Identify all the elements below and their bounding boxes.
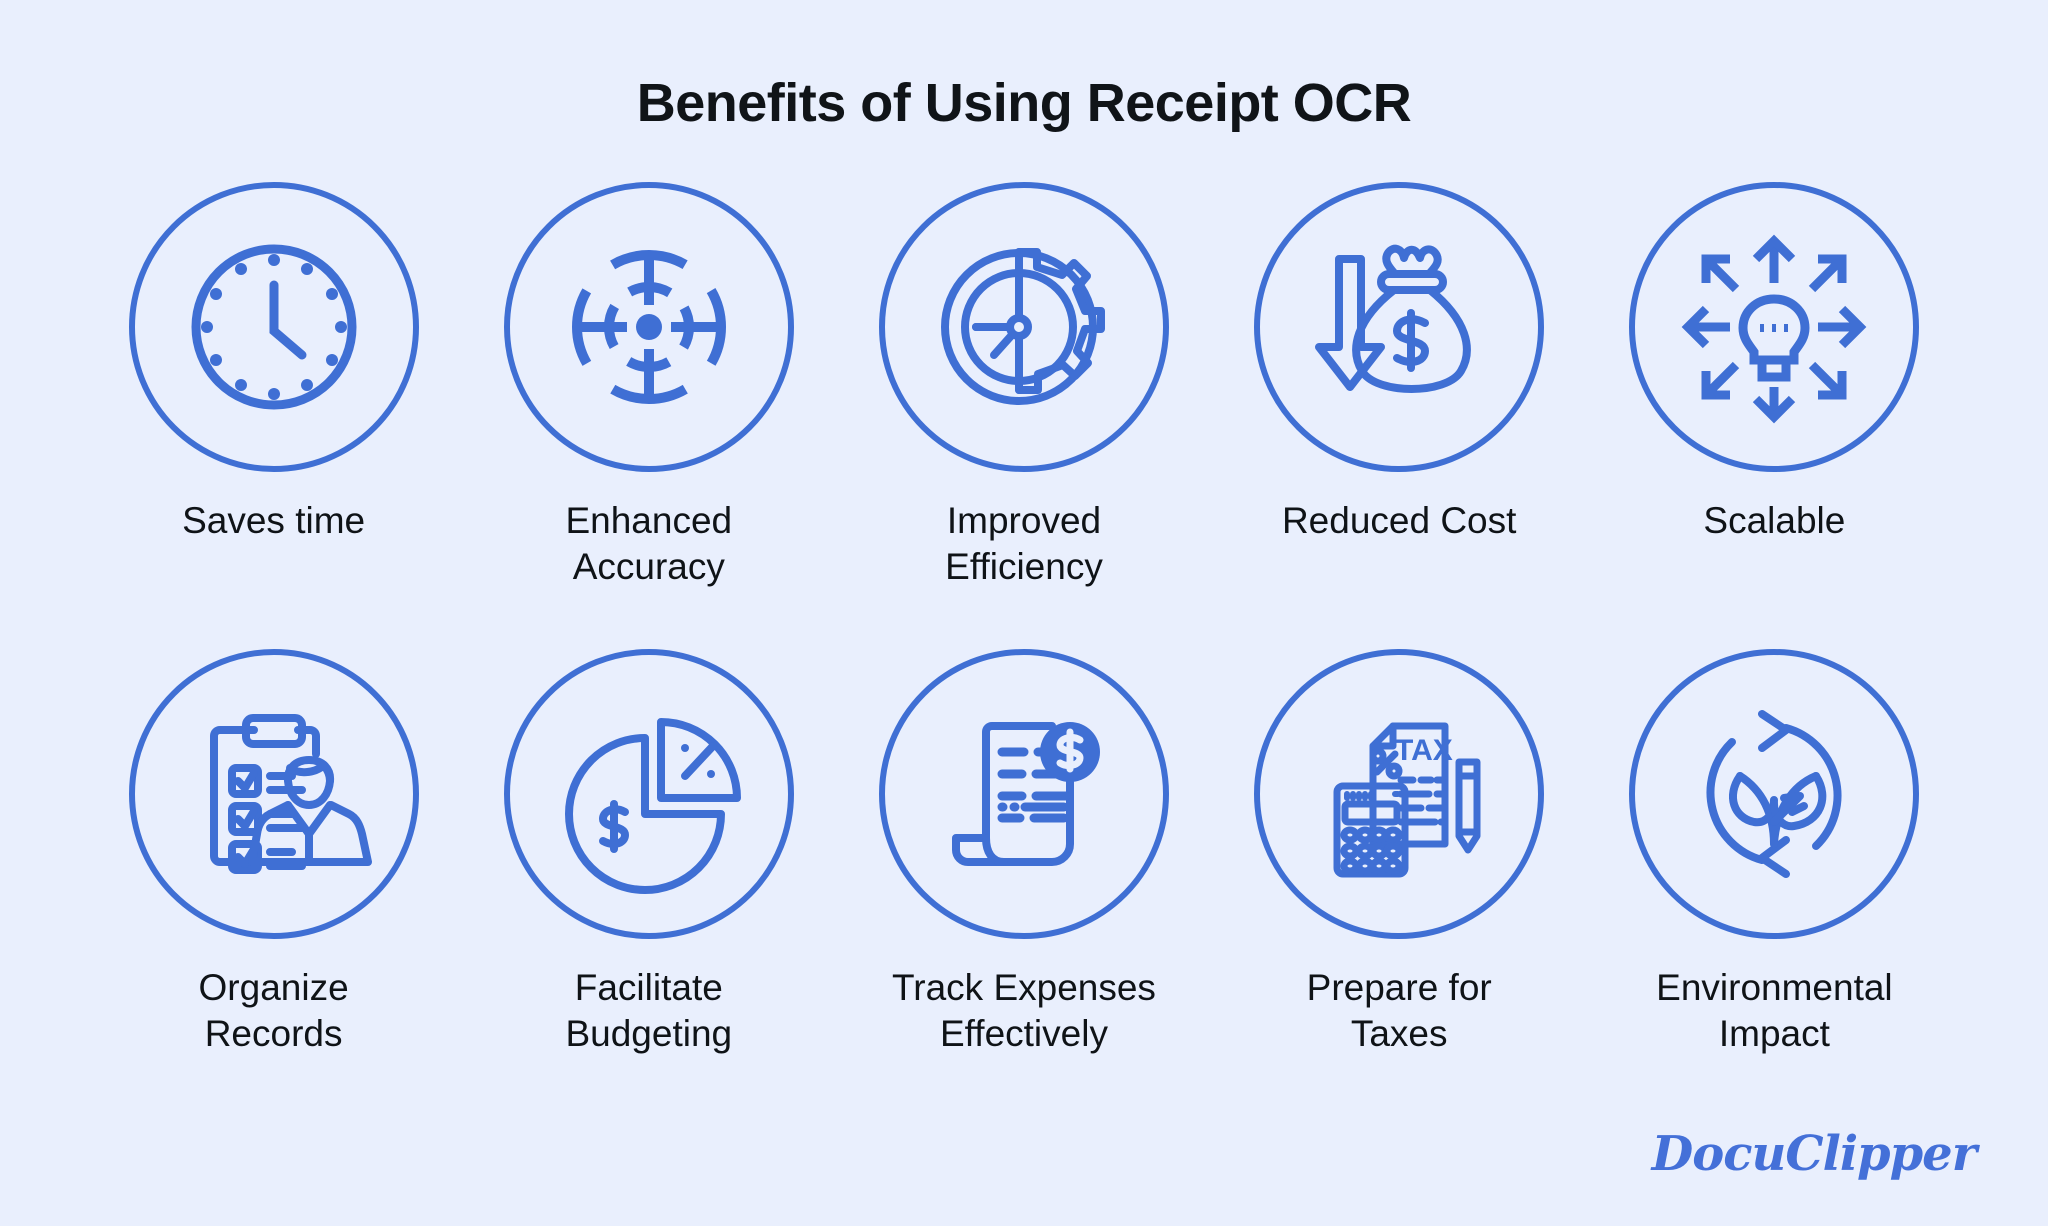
benefit-card-facilitate-budgeting: Facilitate Budgeting xyxy=(461,649,836,1056)
receipt-dollar-badge-icon xyxy=(878,649,1169,939)
benefit-card-environmental-impact: Environmental Impact xyxy=(1587,649,1962,1056)
benefit-label: Improved Efficiency xyxy=(945,500,1103,587)
tax-document-calculator-icon: TAX xyxy=(1254,649,1545,939)
money-bag-down-arrow-icon xyxy=(1254,182,1545,472)
lightbulb-expand-arrows-icon xyxy=(1629,182,1920,472)
benefit-label: Prepare for Taxes xyxy=(1306,967,1492,1054)
recycle-plant-icon xyxy=(1629,649,1920,939)
target-crosshair-icon xyxy=(503,182,794,472)
benefit-label: Reduced Cost xyxy=(1281,500,1517,541)
benefit-label: Facilitate Budgeting xyxy=(565,967,733,1054)
benefits-grid: Saves time Enhanced Accuracy xyxy=(0,182,2048,1056)
brand-logo: DocuClipper xyxy=(1651,1126,1977,1182)
pie-chart-dollar-percent-icon xyxy=(503,649,794,939)
benefit-label: Track Expenses Effectively xyxy=(892,967,1156,1054)
benefit-label: Enhanced Accuracy xyxy=(565,500,733,587)
benefit-card-scalable: Scalable xyxy=(1587,182,1962,589)
clipboard-person-icon xyxy=(128,649,419,939)
benefit-label: Organize Records xyxy=(198,967,349,1054)
benefit-label: Scalable xyxy=(1703,500,1846,541)
benefit-card-improved-efficiency: Improved Efficiency xyxy=(836,182,1211,589)
benefit-card-track-expenses: Track Expenses Effectively xyxy=(836,649,1211,1056)
svg-text:TAX: TAX xyxy=(1395,734,1453,767)
benefit-card-prepare-for-taxes: TAX xyxy=(1212,649,1587,1056)
benefit-card-saves-time: Saves time xyxy=(86,182,461,589)
benefit-card-enhanced-accuracy: Enhanced Accuracy xyxy=(461,182,836,589)
benefit-card-organize-records: Organize Records xyxy=(86,649,461,1056)
benefit-label: Environmental Impact xyxy=(1656,967,1893,1054)
benefit-card-reduced-cost: Reduced Cost xyxy=(1212,182,1587,589)
benefit-label: Saves time xyxy=(182,500,366,541)
clock-icon xyxy=(128,182,419,472)
clock-gear-icon xyxy=(878,182,1169,472)
page-title: Benefits of Using Receipt OCR xyxy=(636,73,1412,133)
